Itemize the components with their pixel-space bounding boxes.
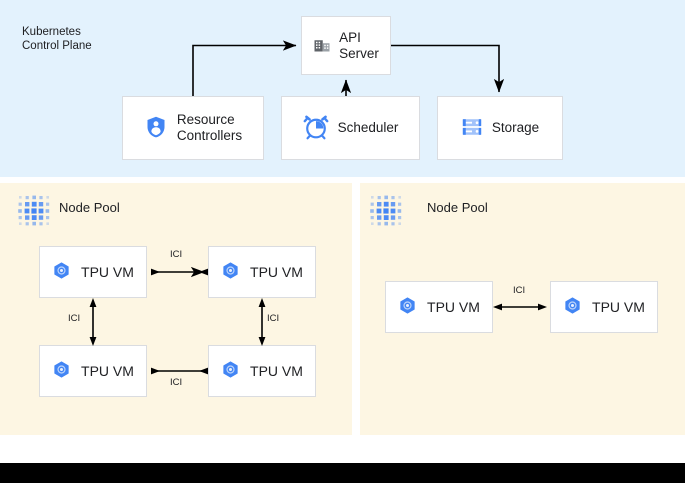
api-server-label: API Server <box>339 29 379 61</box>
storage-node[interactable]: Storage <box>437 96 563 160</box>
ici-link-label: ICI <box>513 285 526 296</box>
tpu-hexagon-icon <box>221 360 240 382</box>
tpu-vm-label: TPU VM <box>250 264 303 280</box>
api-server-node[interactable]: API Server <box>301 16 391 75</box>
node-pool-left-panel <box>0 183 352 435</box>
tpu-vm-label: TPU VM <box>592 299 645 315</box>
tpu-vm-node[interactable]: TPU VM <box>39 345 147 397</box>
tpu-hexagon-icon <box>221 261 240 283</box>
ici-link-label: ICI <box>170 377 183 388</box>
tpu-vm-node[interactable]: TPU VM <box>39 246 147 298</box>
tpu-vm-node[interactable]: TPU VM <box>208 345 316 397</box>
ici-link-label: ICI <box>267 313 280 324</box>
scheduler-label: Scheduler <box>337 120 399 135</box>
alarm-clock-icon <box>303 114 329 143</box>
bottom-bar <box>0 463 685 483</box>
ici-link-label: ICI <box>68 313 81 324</box>
shield-user-icon <box>144 115 168 142</box>
node-pool-right-title: Node Pool <box>427 200 488 215</box>
server-rack-icon <box>461 116 483 141</box>
tpu-hexagon-icon <box>52 360 71 382</box>
resource-controllers-node[interactable]: Resource Controllers <box>122 96 264 160</box>
tpu-vm-label: TPU VM <box>81 264 134 280</box>
scheduler-node[interactable]: Scheduler <box>281 96 420 160</box>
tpu-vm-node[interactable]: TPU VM <box>208 246 316 298</box>
control-plane-title: Kubernetes Control Plane <box>22 26 92 52</box>
ici-link-label: ICI <box>170 249 183 260</box>
tpu-hexagon-icon <box>52 261 71 283</box>
tpu-vm-label: TPU VM <box>81 363 134 379</box>
tpu-hexagon-icon <box>563 296 582 318</box>
storage-label: Storage <box>491 120 540 135</box>
tpu-vm-label: TPU VM <box>250 363 303 379</box>
tpu-hexagon-icon <box>398 296 417 318</box>
tpu-vm-label: TPU VM <box>427 299 480 315</box>
tpu-vm-node[interactable]: TPU VM <box>550 281 658 333</box>
resource-controllers-label: Resource Controllers <box>176 112 243 143</box>
tpu-vm-node[interactable]: TPU VM <box>385 281 493 333</box>
node-pool-left-title: Node Pool <box>59 200 120 215</box>
building-icon <box>313 35 331 56</box>
